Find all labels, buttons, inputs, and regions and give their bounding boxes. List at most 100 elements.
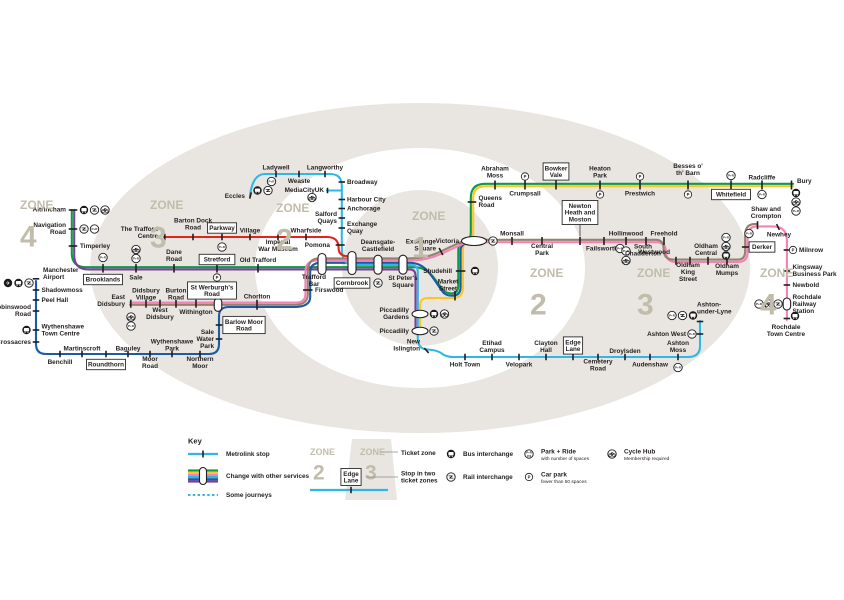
station-label: Sale [129,275,143,282]
interchange-marker [411,326,429,336]
station-marker [696,320,704,323]
interchange-marker [213,297,223,312]
interchange-marker [317,252,327,276]
station-marker [756,221,759,230]
interchange-marker [398,254,408,275]
station-marker [625,237,627,245]
park-and-ride-icon [266,176,277,187]
station-marker [215,338,223,340]
interchange-marker [347,250,357,276]
station-label: Baguley [116,346,141,353]
station-label: Westwood [638,249,670,256]
station-marker [59,350,61,358]
station-marker [81,350,83,358]
svg-text:P+R: P+R [689,332,696,336]
two-zone-stop-box [198,253,236,266]
station-marker [195,299,197,308]
station-label: MediaCityUK [285,187,325,194]
station-marker [145,299,147,308]
station-marker [338,227,346,229]
legend-interchange-sample [198,466,208,486]
station-marker [707,256,709,265]
svg-text:P: P [687,192,690,197]
station-marker [603,237,605,245]
station-label: Droylsden [609,348,640,355]
legend-some-journeys-label: Some journeys [226,492,272,499]
station-label: Milnrow [799,247,823,254]
legend-zone2-word: ZONE [310,447,335,457]
station-label: Radcliffe [749,175,776,182]
station-label: Cornbrook [336,280,369,287]
station-marker [624,353,626,361]
station-timperley: Timperley [68,243,111,250]
two-zone-stop-box [748,241,776,253]
station-deansgate-castlefield: Deansgate-Castlefield [361,239,395,288]
station-label: Besses o'th' Barn [673,163,703,177]
station-marker [338,207,346,210]
station-marker [783,284,791,286]
park-and-ride-icon [791,206,801,216]
station-marker [545,353,547,361]
station-marker [68,245,78,247]
station-label: Failsworth [586,246,618,253]
park-and-ride-icon [754,299,764,309]
station-marker [675,256,677,265]
station-marker [256,299,258,310]
station-marker [783,270,791,272]
zone-number: 4 [20,221,37,254]
park-and-ride-icon [621,246,631,256]
station-label: Eccles [225,193,246,200]
two-zone-stop-box [187,281,237,300]
station-label: Broadway [347,179,378,186]
station-label: Stretford [204,257,231,264]
zone-word: ZONE [20,198,53,212]
station-label: Bury [797,178,812,185]
station-marker [324,170,326,178]
airport-icon [3,278,13,288]
legend-icon-label: Bus interchange [463,451,514,458]
two-zone-stop-box [542,162,570,181]
station-label: Brooklands [86,277,121,284]
svg-text:P+R: P+R [617,247,624,251]
station-marker [127,350,129,358]
station-marker [541,237,543,245]
interchange-marker [411,309,429,319]
station-marker [454,290,456,301]
station-marker [135,264,137,273]
station-marker [248,192,253,199]
station-marker [689,256,691,265]
station-marker [326,187,329,194]
svg-text:150: 150 [527,454,532,458]
station-withington: Withington [179,299,213,316]
station-marker [159,299,161,308]
station-marker [599,180,601,190]
station-marker [102,264,104,273]
interchange-marker [460,235,488,247]
station-robinswood-road: RobinswoodRoad [0,304,40,318]
